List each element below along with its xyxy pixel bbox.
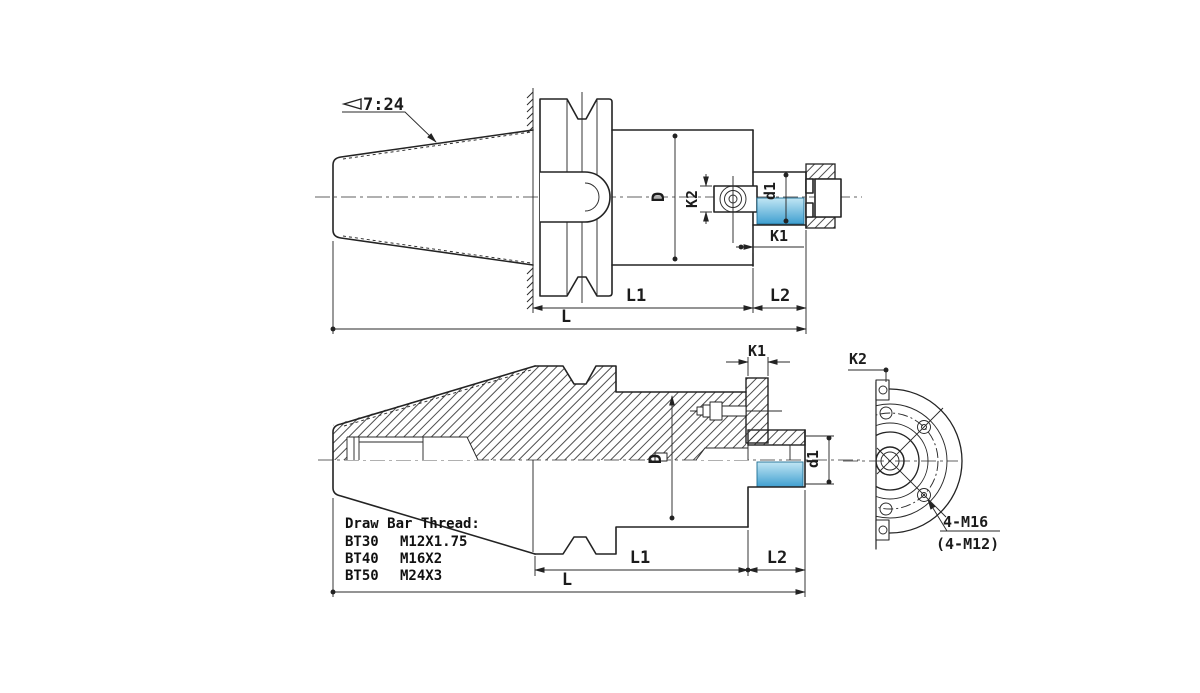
dim-d1-top: d1: [761, 172, 789, 224]
center-notch: [654, 452, 668, 462]
table-title: Draw Bar Thread:: [345, 516, 480, 532]
dim-label-L2: L2: [770, 286, 790, 306]
flange-top-outline: [534, 365, 747, 393]
dim-label-K2: K2: [849, 350, 867, 368]
pilot-section: [532, 429, 806, 552]
table-row-model: BT40: [345, 551, 379, 567]
taper-surface-texture: [342, 235, 532, 264]
drawbar-thread-table: Draw Bar Thread: BT30 M12X1.75 BT40 M16X…: [345, 516, 480, 584]
end-view-bolt-holes: [876, 407, 947, 518]
taper-surface-texture: [342, 131, 532, 160]
dim-label-D: D: [646, 454, 666, 464]
end-view: K2 4-M16 (4-M12): [843, 350, 1000, 553]
pilot-highlight: [756, 197, 805, 225]
pilot: [752, 171, 807, 229]
dim-label-L1: L1: [626, 286, 646, 306]
top-view: 7:24: [315, 88, 862, 334]
taper-symbol-icon: [341, 98, 362, 110]
drive-key-section: [690, 377, 782, 444]
dim-label-L: L: [561, 307, 571, 327]
end-view-keys: [875, 379, 890, 541]
dim-label-K1: K1: [748, 342, 766, 360]
dim-label-L2: L2: [767, 548, 787, 568]
section-hatch-body: [333, 366, 746, 460]
bottom-view: K1 D d1 L1 L2 L: [318, 342, 862, 597]
taper-leader-arrow: [427, 133, 437, 143]
flange: [539, 92, 613, 303]
table-row-thread: M24X3: [400, 568, 442, 584]
dim-K2-top: K2: [683, 174, 712, 224]
drawbar-bore: [346, 436, 479, 461]
gauge-line: [526, 88, 534, 313]
bolt-note: 4-M16 (4-M12): [927, 499, 1000, 553]
taper-section-outline: [332, 365, 536, 555]
table-row-model: BT30: [345, 534, 379, 550]
taper-surface-texture: [343, 369, 532, 427]
dims-length-bottom: L1 L2 L: [330, 490, 806, 597]
dim-K2-end: K2: [848, 350, 889, 382]
dim-label-D: D: [649, 192, 669, 202]
table-row-thread: M16X2: [400, 551, 442, 567]
table-row-model: BT50: [345, 568, 379, 584]
dim-label-d1: d1: [804, 450, 822, 468]
dim-d1-bottom: d1: [804, 435, 834, 485]
screw-bore: [695, 447, 748, 461]
end-view-circles: [876, 388, 963, 534]
drive-slot: [540, 171, 611, 223]
bolt-note-secondary: (4-M12): [936, 535, 999, 553]
pilot-highlight: [756, 461, 804, 488]
dim-D-bottom: D: [646, 395, 675, 521]
bolt-note-primary: 4-M16: [943, 513, 988, 531]
taper-leader-line: [342, 111, 435, 141]
table-row-thread: M12X1.75: [400, 534, 467, 550]
dim-label-K1: K1: [770, 227, 788, 245]
dim-label-K2: K2: [683, 190, 701, 208]
drive-key-front: [713, 176, 758, 243]
pilot-outline: [747, 429, 806, 528]
flange-bottom-outline: [534, 526, 749, 555]
dim-label-L: L: [562, 570, 572, 590]
dims-length-top: L1 L2 L: [330, 230, 807, 334]
dim-K1-bottom: K1: [726, 342, 790, 376]
retaining-nut: [805, 163, 842, 229]
taper-ratio-label: 7:24: [363, 95, 404, 115]
dim-D-top: D: [649, 133, 678, 262]
dim-label-L1: L1: [630, 548, 650, 568]
dim-label-d1: d1: [761, 182, 779, 200]
dim-K1-top: K1: [736, 227, 804, 253]
taper-callout: 7:24: [341, 95, 437, 143]
taper-shank-outline: [332, 129, 534, 266]
